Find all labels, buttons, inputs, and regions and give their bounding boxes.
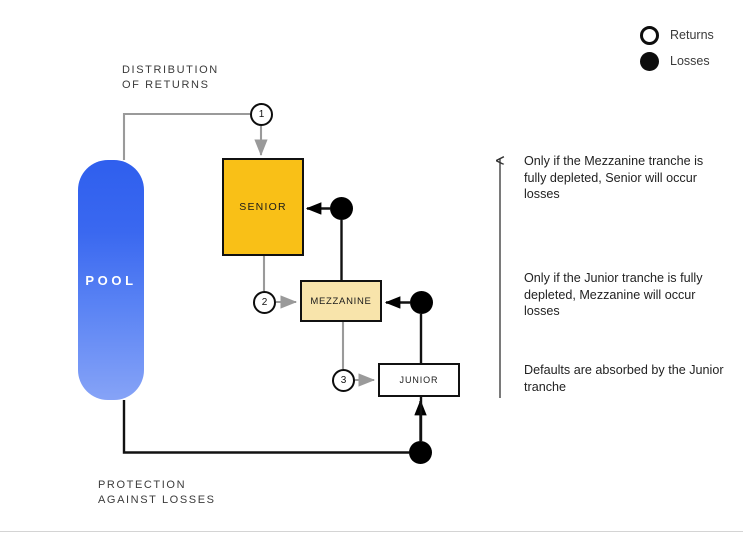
note-senior-losses: Only if the Mezzanine tranche is fully d… bbox=[524, 154, 704, 201]
pool-label: POOL bbox=[85, 272, 137, 288]
returns-flow-path bbox=[122, 112, 268, 160]
tranche-label-junior: JUNIOR bbox=[399, 375, 439, 385]
loss-marker-senior-icon bbox=[330, 197, 353, 220]
returns-mezzanine-to-junior bbox=[341, 322, 376, 387]
loss-marker-mezzanine-icon bbox=[410, 291, 433, 314]
step-marker-3[interactable]: 3 bbox=[332, 369, 355, 392]
legend-item-losses: Losses bbox=[640, 48, 714, 74]
tranche-label-senior: SENIOR bbox=[239, 201, 287, 213]
step-number-1: 1 bbox=[258, 108, 265, 120]
tranche-box-mezzanine[interactable]: MEZZANINE bbox=[300, 280, 382, 322]
step-marker-1[interactable]: 1 bbox=[250, 103, 273, 126]
step-marker-2[interactable]: 2 bbox=[253, 291, 276, 314]
caption-protection-against-losses: PROTECTION AGAINST LOSSES bbox=[98, 479, 216, 506]
tranche-label-mezzanine: MEZZANINE bbox=[310, 295, 372, 307]
note-junior-defaults: Defaults are absorbed by the Junior tran… bbox=[524, 363, 724, 394]
bottom-divider bbox=[0, 531, 743, 532]
legend-label-losses: Losses bbox=[670, 54, 710, 68]
note-mezzanine-losses: Only if the Junior tranche is fully depl… bbox=[524, 271, 703, 318]
returns-senior-to-mezzanine bbox=[262, 256, 298, 309]
legend-item-returns: Returns bbox=[640, 22, 714, 48]
pool-block[interactable]: POOL bbox=[78, 160, 144, 400]
filled-circle-icon bbox=[640, 51, 659, 71]
step-number-3: 3 bbox=[340, 374, 347, 386]
caption-distribution-of-returns: DISTRIBUTION OF RETURNS bbox=[122, 64, 219, 91]
legend-label-returns: Returns bbox=[670, 28, 714, 42]
legend: Returns Losses bbox=[640, 22, 714, 74]
step-number-2: 2 bbox=[261, 296, 268, 308]
tranche-box-senior[interactable]: SENIOR bbox=[222, 158, 304, 256]
losses-flow-path bbox=[122, 399, 427, 454]
tranche-box-junior[interactable]: JUNIOR bbox=[378, 363, 460, 397]
loss-marker-junior-icon bbox=[409, 441, 432, 464]
open-circle-icon bbox=[640, 25, 659, 45]
